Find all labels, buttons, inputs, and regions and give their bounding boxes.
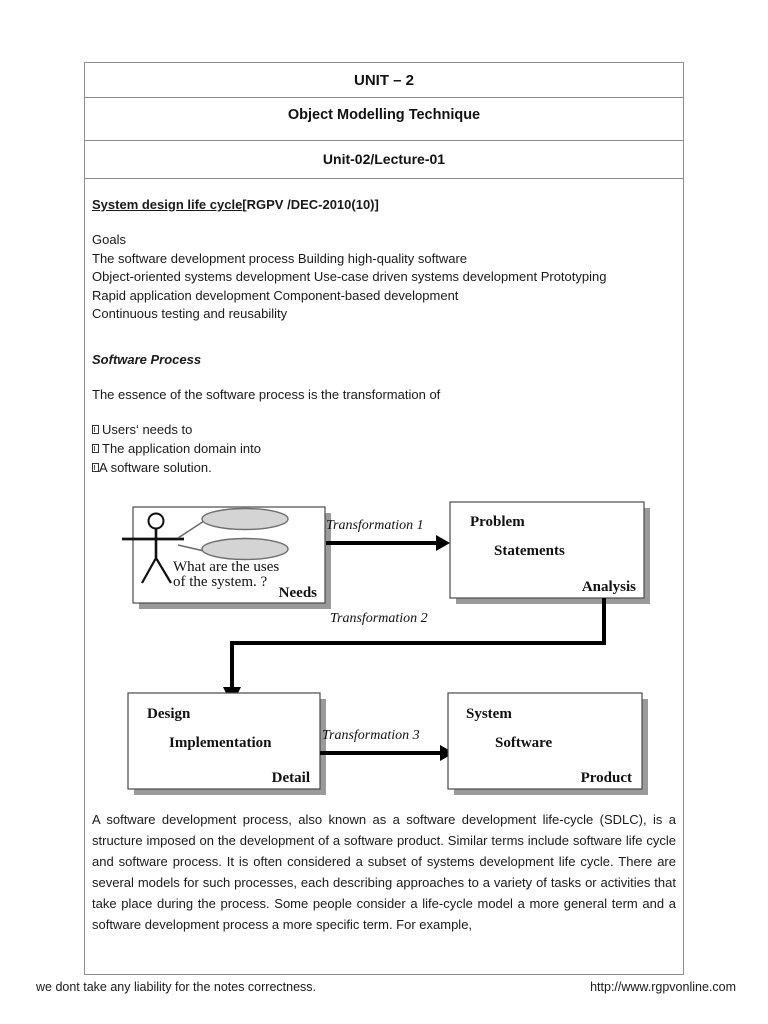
spacer	[92, 324, 676, 350]
section-heading-text: System design life cycle	[92, 197, 243, 212]
section-reference: [RGPV /DEC-2010(10)]	[242, 197, 379, 212]
software-process-heading: Software Process	[92, 351, 202, 367]
actor-leg-right-icon	[155, 557, 172, 584]
transformation-item-label: A software solution.	[99, 460, 212, 475]
unit-title: UNIT – 2	[353, 72, 414, 89]
usecase-ellipse-2	[201, 537, 289, 561]
transformation-3-arrow-head	[440, 745, 454, 761]
usecase-ellipse-1	[201, 507, 289, 531]
goals-line: Continuous testing and reusability	[92, 306, 288, 321]
design-box-line-1: Design	[147, 706, 191, 722]
header-row-subject: Object Modelling Technique	[85, 98, 683, 141]
system-box	[447, 692, 643, 790]
notes-table-frame: UNIT – 2 Object Modelling Technique Unit…	[84, 62, 684, 975]
spacer	[92, 370, 676, 386]
bullet-box-icon	[92, 425, 99, 434]
usecase-question-line-1: What are the uses	[173, 559, 279, 575]
page-footer: we dont take any liability for the notes…	[0, 980, 768, 1002]
goals-heading: Goals	[92, 232, 126, 247]
spacer	[92, 404, 676, 420]
system-box-line-2: Software	[495, 735, 553, 751]
usecase-question-line-2: of the system. ?	[173, 574, 267, 590]
goals-line: Rapid application development Component-…	[92, 287, 459, 303]
notes-body-cell: System design life cycle[RGPV /DEC-2010(…	[85, 179, 683, 976]
footer-disclaimer: we dont take any liability for the notes…	[36, 980, 317, 994]
problem-box-line-2: Statements	[494, 543, 565, 559]
problem-box-corner-label: Analysis	[582, 579, 636, 595]
actor-association-2	[177, 544, 205, 552]
subject-title: Object Modelling Technique	[287, 107, 481, 123]
system-box-line-1: System	[466, 706, 512, 722]
actor-head-icon	[147, 512, 165, 530]
transformation-diagram: What are the uses of the system. ? Needs…	[92, 491, 678, 809]
section-heading: System design life cycle[RGPV /DEC-2010(…	[92, 195, 676, 215]
bullet-box-icon	[92, 444, 99, 453]
lecture-title: Unit-02/Lecture-01	[322, 151, 446, 167]
design-box-line-2: Implementation	[169, 735, 272, 751]
goals-line: The software development process Buildin…	[92, 250, 468, 266]
transformation-item-label: The application domain into	[102, 441, 261, 456]
header-row-unit: UNIT – 2	[85, 63, 683, 98]
problem-box-line-1: Problem	[470, 514, 525, 530]
transformation-1-arrow-head	[436, 535, 450, 551]
body-paragraph: A software development process, also kno…	[92, 812, 676, 932]
transformation-1-label: Transformation 1	[326, 518, 424, 533]
transformation-2-connector	[230, 598, 606, 687]
design-box-corner-label: Detail	[272, 770, 310, 786]
transformation-2-label: Transformation 2	[330, 611, 428, 626]
transformation-3-label: Transformation 3	[322, 728, 420, 743]
transformation-item: The application domain into	[92, 439, 676, 458]
bullet-box-icon	[92, 463, 99, 472]
actor-association-1	[177, 520, 205, 539]
design-box	[127, 692, 321, 790]
footer-url: http://www.rgpvonline.com	[590, 980, 736, 994]
header-row-lecture: Unit-02/Lecture-01	[85, 141, 683, 179]
transformation-item: A software solution.	[92, 458, 676, 477]
problem-box	[449, 501, 645, 599]
goals-line: Object-oriented systems development Use-…	[92, 269, 607, 284]
spacer	[92, 215, 676, 231]
essence-line: The essence of the software process is t…	[92, 386, 441, 402]
transformation-item-label: Users‘ needs to	[102, 422, 193, 437]
usecase-corner-label: Needs	[279, 585, 317, 601]
actor-leg-left-icon	[141, 557, 157, 584]
transformation-item: Users‘ needs to	[92, 420, 676, 439]
system-box-corner-label: Product	[581, 770, 632, 786]
